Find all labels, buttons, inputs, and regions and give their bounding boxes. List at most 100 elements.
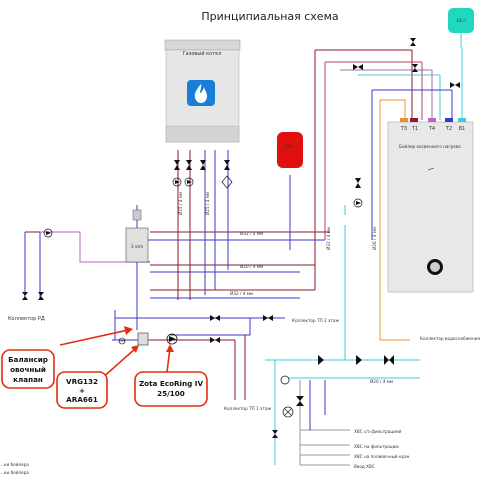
pump-icon: [172, 177, 182, 187]
pump-icon: [353, 198, 363, 208]
arrowhead: [124, 326, 133, 335]
valve-icon: [215, 315, 220, 321]
valve-icon: [186, 165, 192, 170]
flame-shape: [194, 84, 208, 103]
callout-valve: VRG132 + ARA661: [56, 371, 108, 409]
callout-balancer: Балансир овочный клапан: [1, 349, 55, 389]
port-label: T2: [445, 126, 452, 132]
valve-icon: [224, 165, 230, 170]
tank-red-label: 18 л: [285, 144, 295, 149]
callout-arrowheads: [124, 326, 174, 353]
filter-icon: [221, 175, 233, 189]
pipe-label: Ø25 / 4 мм: [205, 192, 210, 215]
pipe-label: Ø20 / 4 мм: [240, 264, 263, 269]
pump-arrow-icon: [187, 180, 192, 184]
pipe-label: Ø25 / 4 мм: [178, 192, 183, 215]
pipe-label: Ø32 / 4 мм: [326, 227, 331, 250]
expansion-tank-red: 18 л: [277, 132, 303, 168]
gauge-icon: [280, 375, 290, 385]
boiler-base: [165, 125, 240, 143]
bkn-port-inner: [430, 262, 440, 272]
valve-icon: [186, 160, 192, 165]
port-label: B1: [459, 126, 466, 132]
callout-line: 25/100: [157, 389, 185, 398]
valve-icon: [38, 292, 44, 296]
port-t3: [400, 118, 408, 122]
filter-cross: [284, 408, 292, 416]
boiler-accessories: [172, 175, 233, 189]
pipe-dhw: [265, 359, 420, 465]
dhw-output: ХВС на поливочный кран: [354, 454, 410, 459]
valve-icon: [389, 355, 394, 365]
pump-arrow-icon: [175, 180, 180, 184]
bkn-ports: T3 T1 T4 T2 B1: [400, 118, 466, 132]
callout-box: [1, 349, 55, 389]
callout-line: овочный: [10, 365, 46, 374]
valve-icon: [210, 337, 215, 343]
collector-water-label: Коллектор водоснабжения: [420, 336, 480, 341]
dhw-output-labels: ХВС с/з фильтрацией ХВС на фильтрацию ХВ…: [354, 429, 410, 469]
legend-item: ...ки бойлера: [0, 470, 29, 475]
bkn-label: Бойлер косвенного нагрева: [399, 144, 461, 149]
dhw-output: ХВС на фильтрацию: [354, 444, 399, 449]
valve-icon: [174, 165, 180, 170]
port-label: T4: [428, 126, 435, 132]
callout-line: +: [79, 386, 85, 395]
valve-icon: [272, 430, 278, 434]
pipe-rd: [24, 232, 41, 300]
dhw-output: Ввод ХВС: [354, 464, 375, 469]
pipe-purple: [340, 69, 433, 120]
valve-icon: [450, 82, 455, 88]
valve-icon: [38, 296, 44, 300]
callout-arrow: [59, 329, 129, 346]
valve-icon: [224, 160, 230, 165]
port-label: T3: [400, 126, 407, 132]
pump-arrow-icon: [46, 231, 51, 235]
separator-top-valve: [132, 209, 142, 221]
valve-icon: [200, 160, 206, 165]
callout-pump: Zota EcoRing IV 25/100: [134, 371, 208, 407]
pump-icon: [184, 177, 194, 187]
pipe-label: Ø32 / 4 мм: [240, 231, 263, 236]
valve-icon: [200, 165, 206, 170]
mixing-valve-icon: [137, 332, 149, 346]
port-t1: [410, 118, 418, 122]
collector-labels: Коллектор РД Коллектор ТП 2 этаж Коллект…: [8, 316, 480, 411]
valve-icon: [355, 178, 361, 183]
valve-icon: [263, 315, 268, 321]
pump-icon: [43, 228, 53, 238]
pipe-label: Ø32 / 4 мм: [230, 291, 253, 296]
port-label: T1: [411, 126, 418, 132]
tank-body: [277, 132, 303, 168]
callout-line: ARA661: [66, 395, 98, 404]
main-pump-arrow: [169, 336, 176, 342]
valve-icon: [296, 396, 304, 401]
pipe-boiler-v: [177, 150, 191, 300]
pipe-sep: [126, 205, 150, 330]
valve-icon: [358, 64, 363, 70]
expansion-tank-cyan: 18 л: [448, 8, 474, 48]
pipe-label: Ø20 / 4 мм: [370, 379, 393, 384]
pipe-ret: [170, 318, 251, 336]
legend: ...ки бойлера ...ки бойлера: [0, 462, 29, 475]
collector-rd-label: Коллектор РД: [8, 316, 45, 322]
boiler-top: [164, 39, 241, 51]
valve-icon: [455, 82, 460, 88]
callout-box: [134, 371, 208, 407]
valve-icon: [384, 355, 389, 365]
dhw-group: [272, 355, 394, 438]
pipe-orange: [379, 99, 410, 341]
bkn-thermometer: [427, 167, 435, 171]
valve-icon: [210, 315, 215, 321]
indirect-water-heater: Бойлер косвенного нагрева T3 T1 T4 T2 B1: [387, 118, 474, 293]
valve-icon: [215, 337, 220, 343]
misc-equipment: [22, 178, 363, 343]
pipe-blue-top: [371, 89, 453, 240]
tank-body: [448, 8, 474, 33]
callout-line: Балансир: [8, 355, 48, 364]
valve-icon: [268, 315, 273, 321]
pipe-dhw-b: [299, 380, 350, 466]
callout-line: VRG132: [66, 377, 98, 386]
port-t2: [445, 118, 453, 122]
